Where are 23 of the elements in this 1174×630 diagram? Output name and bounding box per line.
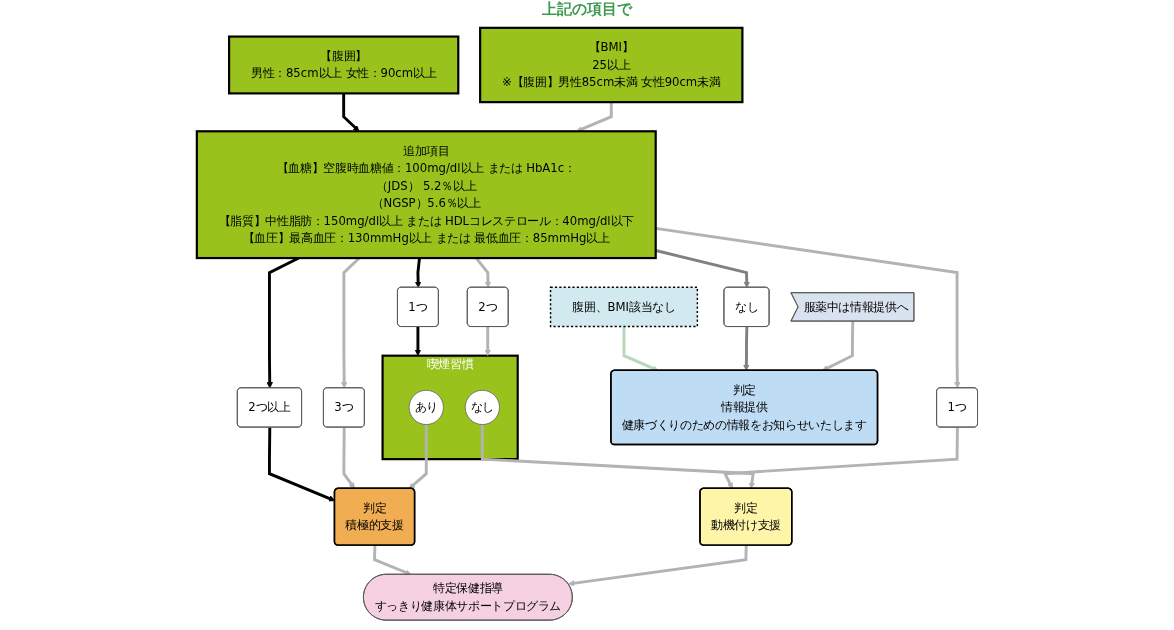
- arrow: [342, 427, 355, 489]
- arrow: [722, 427, 959, 489]
- note-text: 上記の項目で: [542, 0, 632, 20]
- arrow: [414, 326, 421, 356]
- arrow: [484, 326, 491, 356]
- arrow: [372, 545, 412, 576]
- node-circle: あり: [408, 389, 444, 425]
- arrow: [576, 102, 613, 132]
- node-circle: なし: [464, 389, 500, 425]
- arrow: [655, 249, 750, 288]
- arrow: [742, 326, 750, 371]
- arrow: [267, 427, 335, 502]
- arrow: [342, 93, 360, 132]
- arrow: [655, 226, 961, 389]
- node-box: 【BMI】 25以上 ※【腹囲】男性85cm未満 女性90cm未満: [478, 26, 744, 104]
- node-box: 腹囲、BMI該当なし: [549, 286, 698, 328]
- arrow: [408, 424, 428, 489]
- arrow: [567, 545, 748, 587]
- arrow: [821, 321, 855, 371]
- arrow: [480, 424, 755, 489]
- node-box: 【腹囲】 男性：85cm以上 女性：90cm以上: [227, 35, 460, 95]
- arrow: [622, 326, 659, 372]
- node-box: 追加項目 【血糖】空腹時血糖値：100mg/dl以上 または HbA1c： （JDS） 5.2％以上 （NGSP）5.6％以上 【脂質】中性脂肪：150mg/dl以上 または HDLコレステロール：40mg/dl以下 【血圧】最高血圧：130mmHg以上 または 最低血圧：85mmHg以上: [195, 130, 657, 260]
